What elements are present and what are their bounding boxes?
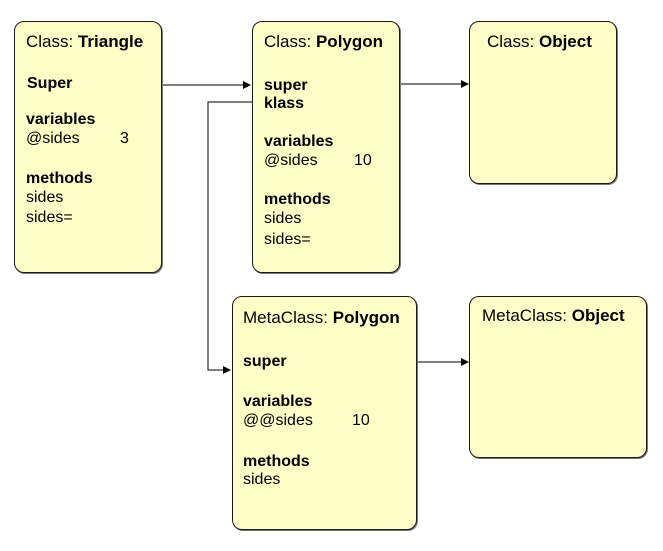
metapolygon-class-box: MetaClass: Polygon super variables @@sid…: [232, 296, 417, 530]
variable-value: 10: [354, 152, 372, 169]
super-label: Super: [27, 75, 73, 92]
title-prefix: Class:: [487, 32, 539, 51]
title-name: Polygon: [315, 32, 384, 51]
variable-name: @sides: [26, 130, 80, 147]
super-label: super: [243, 353, 287, 370]
metaobject-class-box: MetaClass: Object: [469, 296, 647, 458]
metaobject-class-title: MetaClass: Object: [482, 307, 625, 325]
title-name: Object: [538, 32, 592, 51]
method-item: sides=: [264, 231, 311, 248]
method-item: sides: [243, 471, 281, 488]
methods-label: methods: [243, 453, 310, 470]
variable-value: 3: [120, 130, 129, 147]
method-item: sides=: [26, 209, 73, 226]
title-prefix: Class:: [264, 32, 316, 51]
object-class-box: Class: Object: [469, 21, 617, 184]
title-prefix: MetaClass:: [243, 308, 333, 327]
method-item: sides: [26, 189, 64, 206]
variable-value: 10: [352, 412, 370, 429]
polygon-class-title: Class: Polygon: [264, 33, 383, 51]
object-class-title: Class: Object: [487, 33, 592, 51]
variables-label: variables: [243, 393, 313, 410]
title-name: Triangle: [77, 32, 144, 51]
variables-label: variables: [264, 133, 334, 150]
methods-label: methods: [264, 191, 331, 208]
title-prefix: MetaClass:: [482, 306, 572, 325]
variable-name: @@sides: [243, 412, 313, 429]
variables-label: variables: [26, 111, 96, 128]
method-item: sides: [264, 210, 302, 227]
title-name: Polygon: [332, 308, 400, 327]
metapolygon-class-title: MetaClass: Polygon: [243, 309, 400, 327]
super-label: super: [264, 77, 308, 94]
methods-label: methods: [26, 170, 93, 187]
triangle-class-title: Class: Triangle: [26, 33, 143, 51]
triangle-class-box: Class: Triangle Super variables @sides 3…: [14, 21, 162, 273]
klass-label: klass: [264, 95, 305, 112]
title-name: Object: [571, 306, 625, 325]
title-prefix: Class:: [26, 32, 78, 51]
variable-name: @sides: [264, 152, 318, 169]
polygon-class-box: Class: Polygon super klass variables @si…: [252, 21, 400, 273]
